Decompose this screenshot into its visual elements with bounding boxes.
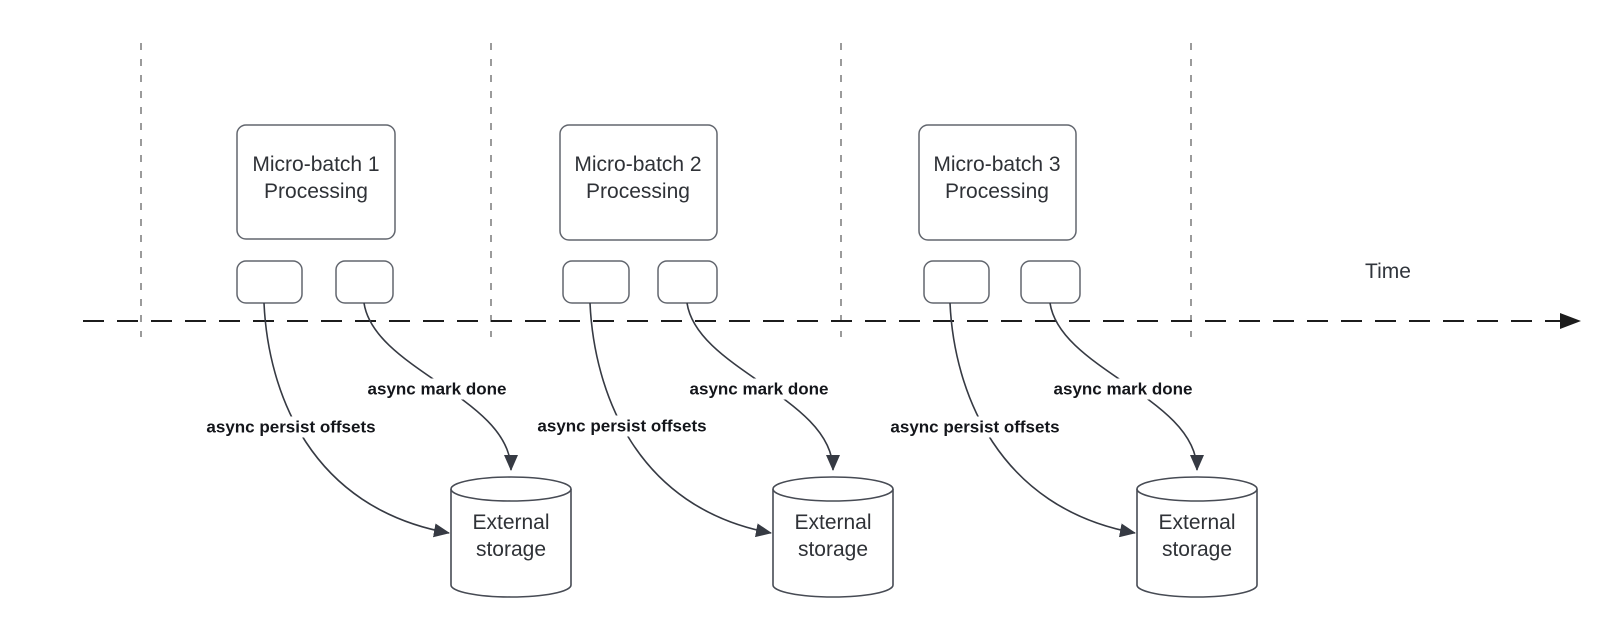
micro-batch-3-box (918, 124, 1077, 241)
external-storage-label-1-line2: storage (475, 538, 547, 561)
micro-batch-3-done-box (1020, 260, 1081, 304)
external-storage-label-3: External storage (1158, 509, 1235, 563)
external-storage-cylinder-3 (1136, 476, 1258, 598)
persist-offsets-arrow-2 (589, 302, 772, 538)
micro-batch-1-done-box (335, 260, 394, 304)
mark-done-label-3: async mark done (1050, 378, 1196, 400)
persist-offsets-arrow-3 (949, 302, 1136, 538)
time-axis-arrowhead-icon (1560, 313, 1581, 329)
time-axis-label: Time (1365, 260, 1411, 283)
micro-batch-1-offset-box (236, 260, 303, 304)
micro-batch-2-box (559, 124, 718, 241)
mark-done-label-1: async mark done (364, 378, 510, 400)
micro-batch-3-label-line2: Processing (945, 180, 1049, 203)
micro-batch-1-label: Micro-batch 1 Processing (252, 151, 379, 205)
external-storage-label-2: External storage (794, 509, 871, 563)
persist-offsets-label-2: async persist offsets (534, 415, 710, 437)
persist-offsets-label-3: async persist offsets (887, 416, 1063, 438)
micro-batch-3-offset-box (923, 260, 990, 304)
micro-batch-1-box (236, 124, 396, 240)
micro-batch-2-done-box (657, 260, 718, 304)
micro-batch-1-label-line2: Processing (264, 180, 368, 203)
external-storage-label-1-line1: External (472, 511, 550, 534)
micro-batch-3-label-line1: Micro-batch 3 (933, 153, 1061, 176)
external-storage-cylinder-2 (772, 476, 894, 598)
micro-batch-3-label: Micro-batch 3 Processing (933, 151, 1060, 205)
external-storage-label-1: External storage (472, 509, 549, 563)
external-storage-label-3-line2: storage (1161, 538, 1233, 561)
micro-batch-2-label-line1: Micro-batch 2 (574, 153, 702, 176)
micro-batch-2-label-line2: Processing (586, 180, 690, 203)
micro-batch-2-offset-box (562, 260, 630, 304)
external-storage-label-3-line1: External (1158, 511, 1236, 534)
micro-batch-2-label: Micro-batch 2 Processing (574, 151, 701, 205)
mark-done-label-2: async mark done (686, 378, 832, 400)
micro-batch-1-label-line1: Micro-batch 1 (252, 153, 380, 176)
external-storage-cylinder-1 (450, 476, 572, 598)
external-storage-label-2-line1: External (794, 511, 872, 534)
persist-offsets-label-1: async persist offsets (203, 416, 379, 438)
external-storage-label-2-line2: storage (797, 538, 869, 561)
persist-offsets-arrow-1 (263, 302, 450, 538)
